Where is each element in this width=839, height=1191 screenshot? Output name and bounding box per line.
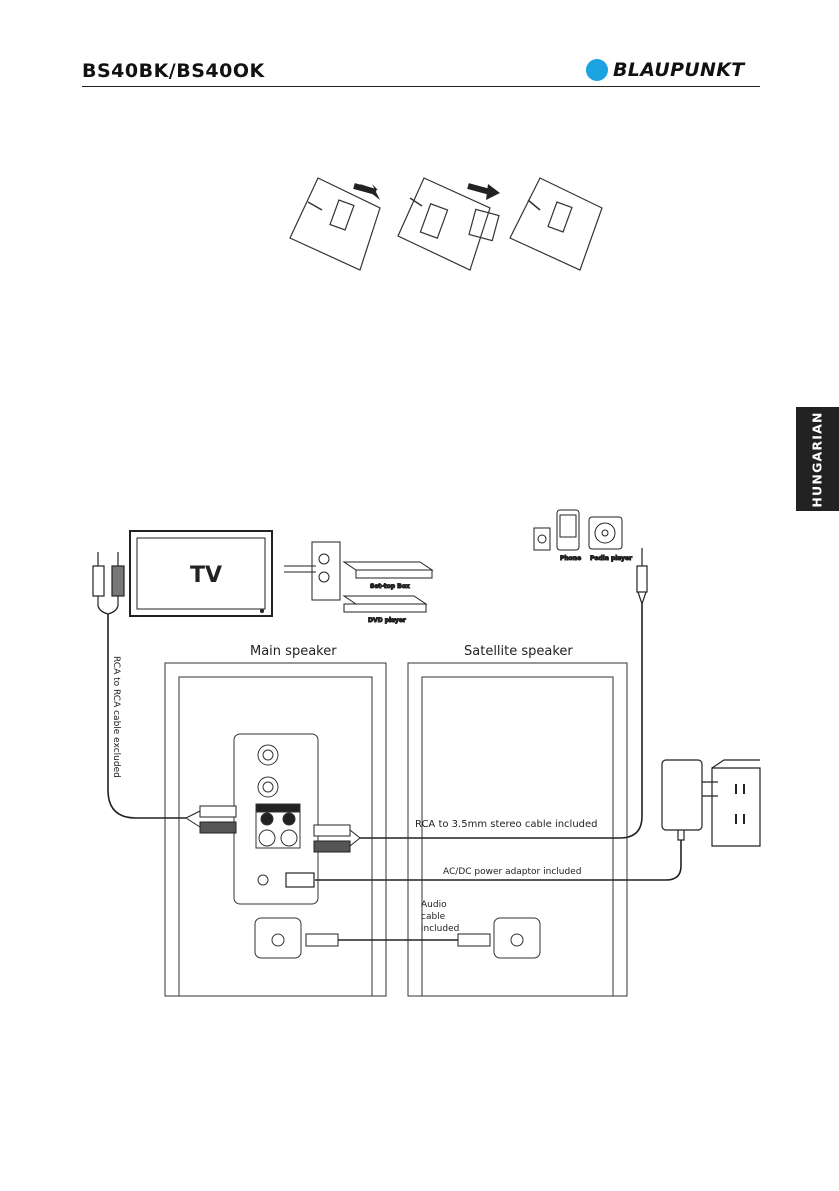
set-top-box-front — [356, 570, 432, 578]
power-adaptor-label: AC/DC power adaptor included — [443, 867, 581, 877]
satellite-speaker-inner — [422, 677, 613, 996]
outlet-slots — [736, 784, 744, 824]
dvd-label: DVD player — [368, 617, 406, 624]
rca-right-white — [314, 825, 350, 836]
audio-plug-right — [458, 934, 490, 946]
remote-step-3 — [510, 178, 602, 270]
rca-left-red — [200, 822, 236, 833]
dvd-shape — [344, 596, 426, 604]
media-player-wheel — [595, 523, 615, 543]
volume-knob-center — [263, 750, 273, 760]
main-speaker-label: Main speaker — [250, 644, 337, 659]
jack-tl — [261, 813, 273, 825]
rca-rca-cable-label: RCA to RCA cable excluded — [111, 656, 121, 778]
wall-outlet-face — [712, 768, 760, 846]
source-panel — [312, 542, 340, 600]
arrow-close-3-icon — [528, 200, 540, 210]
set-top-box-label: Set-top Box — [370, 583, 410, 590]
rca-left-split — [186, 811, 200, 827]
input-jack-header — [256, 804, 300, 812]
source-jack-1 — [319, 554, 329, 564]
rca-35-cable-label: RCA to 3.5mm stereo cable included — [415, 819, 598, 830]
battery-cover-3 — [548, 202, 572, 232]
stereo-cable — [360, 604, 642, 838]
external-sources: Set-top Box DVD player — [284, 542, 432, 624]
rca-cable-join — [98, 596, 118, 614]
rca-right-join — [350, 830, 360, 846]
bass-knob — [258, 777, 278, 797]
stereo-plug — [360, 548, 647, 838]
speaker-out-jack — [272, 934, 284, 946]
rca-right-red — [314, 841, 350, 852]
arrow-shaft-1 — [354, 186, 376, 192]
dc-in-jack — [258, 875, 268, 885]
battery-steps-illustration — [290, 178, 602, 270]
speaker-in-jack — [511, 934, 523, 946]
headphone-icon — [538, 535, 546, 543]
bass-knob-center — [263, 782, 273, 792]
dvd-front — [344, 604, 426, 612]
arrow-next-2-icon — [486, 184, 500, 200]
audio-cable-label-2: cable — [421, 912, 446, 922]
phone-label: Phone — [560, 555, 581, 562]
plug-body — [637, 566, 647, 592]
adaptor-cable-end — [678, 830, 684, 840]
jack-tr — [283, 813, 295, 825]
mobile-sources: Phone Pedia player — [534, 510, 632, 562]
battery-cover-1 — [330, 200, 354, 230]
set-top-box-shape — [344, 562, 432, 570]
wall-outlet-top — [712, 760, 760, 768]
rca-left-white — [200, 806, 236, 817]
rca-plugs-left — [186, 806, 236, 833]
speaker-terminals — [255, 918, 540, 958]
plug-strain — [638, 592, 646, 604]
tv-power-led — [260, 609, 264, 613]
media-player-button — [602, 530, 608, 536]
tv-label: TV — [190, 563, 222, 588]
volume-knob — [258, 745, 278, 765]
audio-cable-label-3: included — [421, 924, 459, 934]
audio-cable-label-1: Audio — [421, 900, 447, 910]
phone-screen — [560, 515, 576, 537]
speaker-in-terminal — [494, 918, 540, 958]
battery-compartment-2 — [420, 204, 447, 238]
headphone-jack-box — [534, 528, 550, 550]
adaptor-prongs — [702, 782, 718, 796]
media-player-body — [589, 517, 622, 549]
adaptor-body — [662, 760, 702, 830]
dc-plug — [286, 873, 314, 887]
source-cables — [284, 566, 316, 572]
rca-plugs-right — [314, 825, 360, 852]
rca-plugs-tv — [93, 552, 186, 818]
audio-plug-left — [306, 934, 338, 946]
speaker-out-terminal — [255, 918, 301, 958]
rca-plug-red — [112, 566, 124, 596]
arrow-shaft-2 — [468, 186, 490, 192]
source-jack-2 — [319, 572, 329, 582]
tv-illustration: TV — [130, 531, 272, 616]
arrow-press-1-icon — [308, 202, 322, 210]
remote-step-2 — [398, 178, 490, 270]
media-player-label: Pedia player — [590, 555, 632, 562]
satellite-speaker-label: Satellite speaker — [464, 644, 573, 659]
rca-plug-white — [93, 566, 104, 596]
